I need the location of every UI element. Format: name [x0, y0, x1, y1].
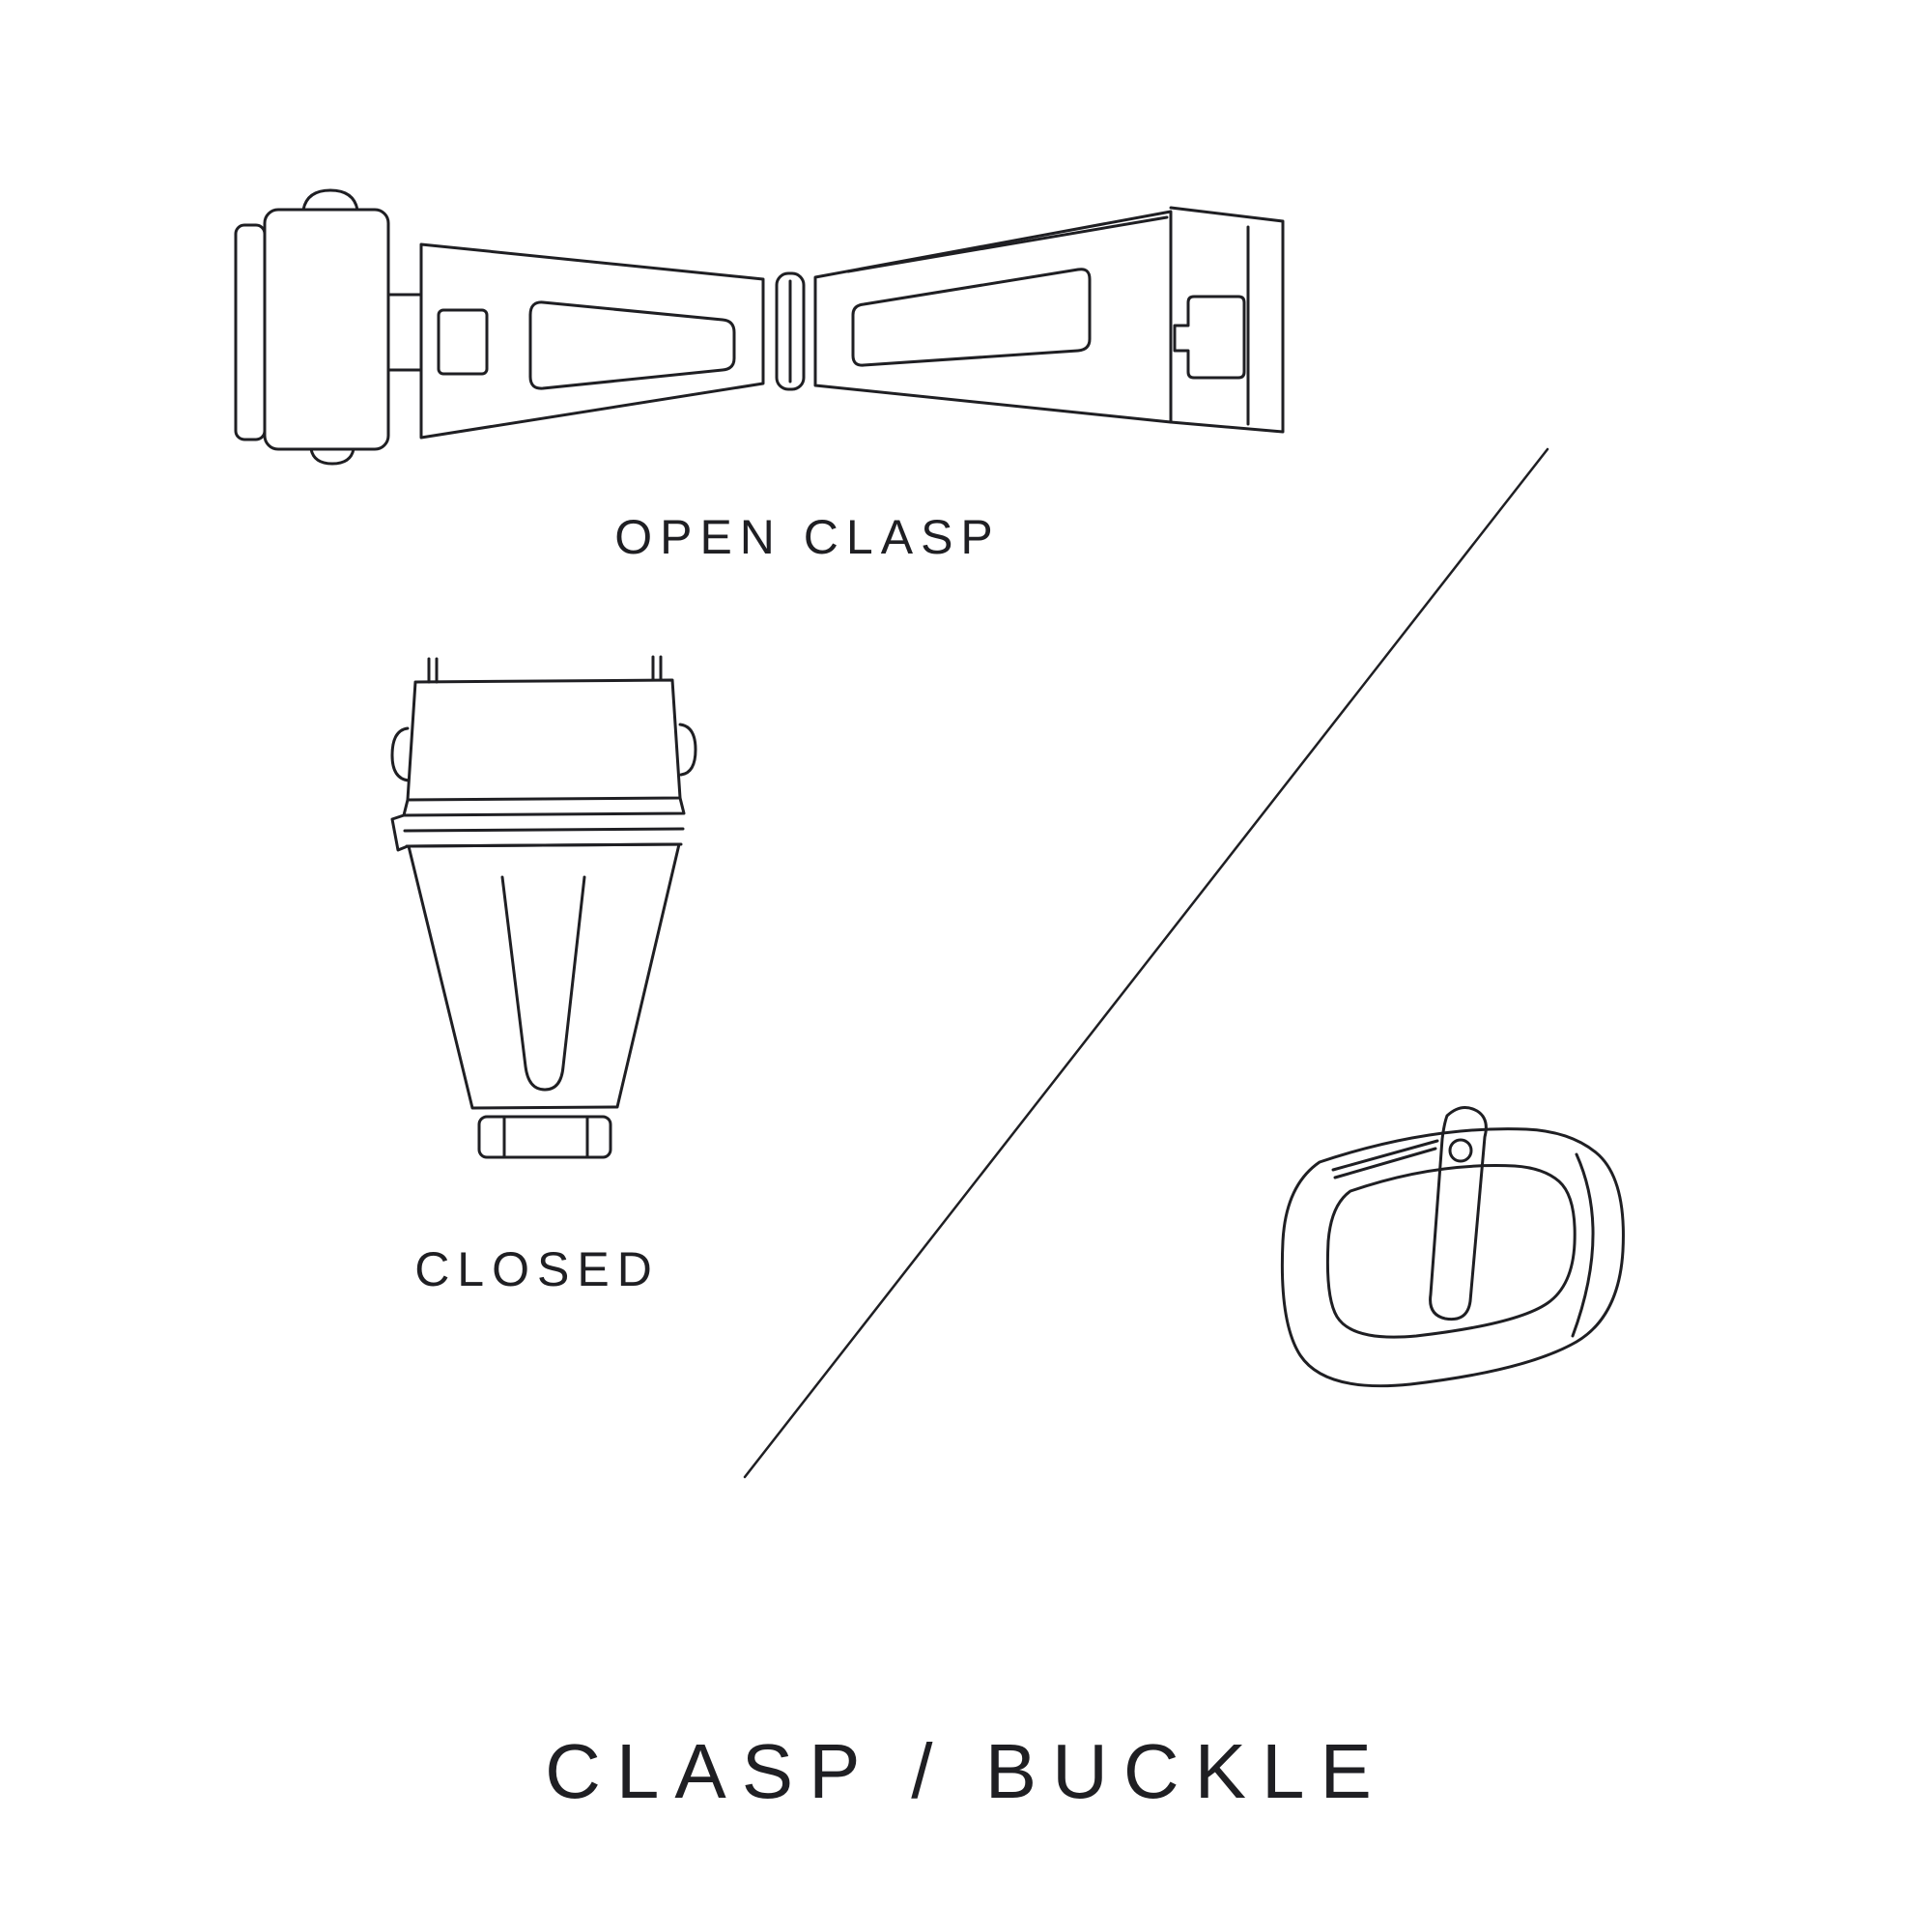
center-hinge — [775, 271, 806, 391]
open-clasp-label: OPEN CLASP — [614, 510, 1001, 564]
closed-label: CLOSED — [414, 1242, 660, 1296]
pin-buckle-illustration — [1236, 1087, 1652, 1425]
top-prongs — [427, 655, 663, 684]
band-section — [390, 796, 686, 852]
spring-bar — [1331, 1138, 1473, 1179]
clasp-cover — [390, 678, 697, 802]
buckle-frame — [1280, 1127, 1625, 1388]
diagram-title: CLASP / BUCKLE — [545, 1728, 1387, 1814]
right-terminal — [1169, 206, 1285, 434]
closed-clasp-icon — [390, 655, 697, 1159]
pin-buckle-icon — [1280, 1105, 1625, 1388]
open-clasp-illustration — [222, 179, 1304, 507]
open-clasp-icon — [234, 188, 1285, 466]
closed-clasp-illustration — [379, 653, 707, 1218]
buckle-tongue — [1429, 1105, 1488, 1321]
right-blade — [813, 210, 1173, 424]
left-blade — [419, 242, 765, 440]
left-terminal — [234, 188, 423, 466]
tapered-body — [407, 842, 681, 1110]
foot — [477, 1115, 612, 1159]
